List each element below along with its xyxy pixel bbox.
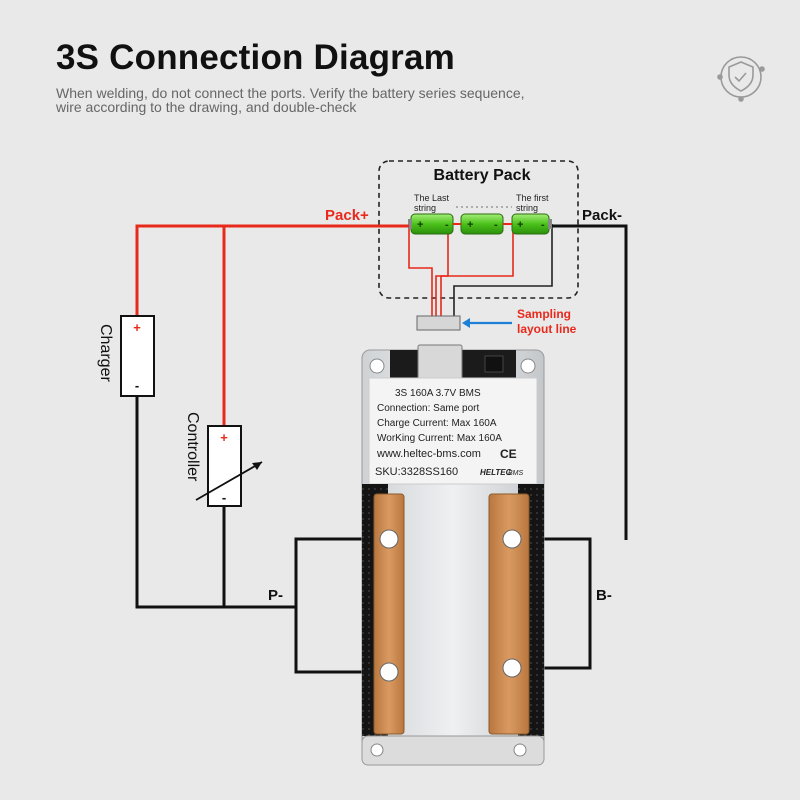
controller: + - <box>195 425 263 507</box>
battery-cell-middle: + - <box>460 213 504 235</box>
svg-text:-: - <box>135 378 139 393</box>
shield-logo-icon <box>717 56 765 102</box>
battery-pack-title: Battery Pack <box>434 167 531 184</box>
svg-text:-: - <box>222 490 226 505</box>
last-string-label-1: The Last <box>414 193 450 203</box>
battery-cell-last: + - <box>408 213 454 235</box>
bms-label-sticker <box>368 377 538 485</box>
battery-cell-first: + - <box>511 213 552 235</box>
svg-text:+: + <box>517 219 523 231</box>
svg-text:+: + <box>467 219 473 231</box>
bms-brand: HELTEC <box>480 468 512 477</box>
page-title: 3S Connection Diagram <box>56 38 455 77</box>
svg-text:+: + <box>133 320 141 335</box>
bms-connection: Connection: Same port <box>377 403 480 414</box>
bms-charge-current: Charge Current: Max 160A <box>377 418 497 429</box>
charger-label: Charger <box>97 324 114 382</box>
pack-plus-label: Pack+ <box>325 207 369 224</box>
svg-text:+: + <box>417 219 423 231</box>
svg-text:+: + <box>220 430 228 445</box>
sampling-wires <box>408 224 553 322</box>
pack-plus-wire <box>135 224 409 430</box>
bms-working-current: WorKing Current: Max 160A <box>377 433 502 444</box>
pack-minus-wire <box>552 224 628 540</box>
svg-text:-: - <box>494 219 498 231</box>
bms-board <box>361 344 545 766</box>
bms-model: 3S 160A 3.7V BMS <box>395 388 481 399</box>
first-string-label-2: string <box>516 203 538 213</box>
bms-brand-suffix: BMS <box>508 470 524 477</box>
sampling-label-1: Sampling <box>517 307 571 321</box>
battery-pack-box <box>378 160 579 299</box>
svg-text:-: - <box>445 219 449 231</box>
last-string-label-2: string <box>414 203 436 213</box>
pack-minus-label: Pack- <box>582 207 622 224</box>
subtitle-line-2: wire according to the drawing, and doubl… <box>56 99 357 115</box>
subtitle-line-1: When welding, do not connect the ports. … <box>56 85 525 101</box>
p-minus-wire <box>135 396 390 674</box>
bms-website: www.heltec-bms.com <box>376 448 481 460</box>
controller-label: Controller <box>184 412 201 482</box>
sampling-connector <box>416 315 461 331</box>
first-string-label-1: The first <box>516 193 549 203</box>
ce-mark: CE <box>500 447 517 461</box>
b-minus-wire <box>512 537 592 670</box>
charger: + - <box>120 315 155 397</box>
p-minus-label: P- <box>268 587 283 604</box>
sampling-label-2: layout line <box>517 322 577 336</box>
page-subtitle: When welding, do not connect the ports. … <box>56 86 656 114</box>
svg-text:-: - <box>541 219 545 231</box>
bms-sku: SKU:3328SS160 <box>375 466 458 478</box>
b-minus-label: B- <box>596 587 612 604</box>
